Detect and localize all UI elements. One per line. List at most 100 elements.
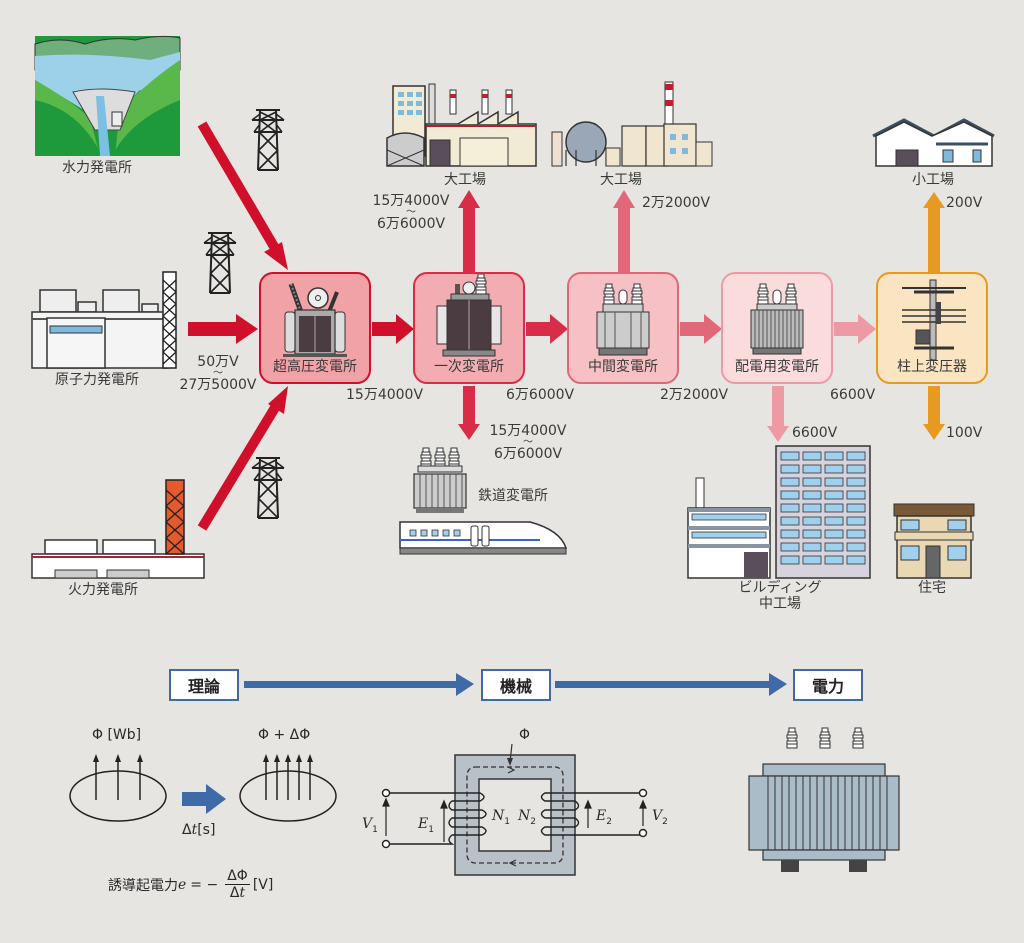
building-window — [846, 503, 866, 513]
building-window — [802, 477, 822, 487]
voltage-range-tilde: 〜 — [213, 368, 223, 380]
building-window — [846, 555, 866, 565]
large-factory-2-icon — [551, 81, 713, 167]
flow-arrow-theory-to-machine — [244, 673, 474, 696]
emf-prefix: 誘導起電力 — [108, 877, 178, 894]
building-label: ビルディング 中工場 — [730, 580, 830, 612]
railway-transformer-icon — [413, 447, 467, 513]
shinkansen-train-icon — [399, 521, 568, 555]
emf-equals: = − — [190, 876, 219, 893]
house-icon — [893, 503, 975, 579]
voltage-distribution-out: 6600V — [830, 387, 876, 403]
building-window — [780, 516, 800, 526]
e1-symbol: E — [418, 816, 429, 832]
arrow-primary-to-factory1 — [458, 190, 480, 272]
arrow-pole-to-small-factory — [923, 192, 945, 272]
delta-symbol: Δ — [182, 822, 192, 838]
building-window — [824, 477, 844, 487]
power-transformer-icon — [748, 727, 900, 872]
building-window — [780, 477, 800, 487]
v2-label: V2 — [652, 808, 668, 827]
n2-label: N2 — [518, 808, 536, 827]
building-voltage: 6600V — [792, 425, 838, 441]
large-factory-1-voltage: 15万4000V 〜 6万6000V — [366, 193, 456, 233]
v1-subscript: 1 — [372, 824, 378, 835]
e2-symbol: E — [596, 808, 607, 824]
arrow-distribution-to-building — [767, 386, 789, 442]
large-factory-2-voltage: 2万2000V — [642, 195, 711, 211]
railway-voltage: 15万4000V 〜 6万6000V — [482, 423, 574, 463]
emf-formula: 誘導起電力 e = − ΔΦ Δt [V] — [108, 868, 273, 901]
building-window — [824, 516, 844, 526]
e2-label: E2 — [596, 808, 612, 827]
building-window — [824, 464, 844, 474]
building-window — [802, 529, 822, 539]
building-window — [846, 529, 866, 539]
station-pole-transformer: 柱上変圧器 — [876, 272, 988, 384]
voltage-range-tilde: 〜 — [406, 207, 416, 219]
large-factory-1-icon — [386, 83, 537, 167]
building-window — [802, 503, 822, 513]
building-window — [824, 542, 844, 552]
railway-substation-label: 鉄道変電所 — [478, 488, 548, 504]
building-label-line2: 中工場 — [759, 596, 801, 613]
building-window — [846, 490, 866, 500]
time-unit: [s] — [197, 822, 216, 838]
transmission-tower-icon — [251, 457, 285, 519]
flow-step-theory: 理論 — [169, 669, 239, 701]
emf-unit: [V] — [252, 876, 274, 893]
building-window — [780, 503, 800, 513]
emf-numerator: ΔΦ — [225, 868, 250, 885]
building-window — [780, 451, 800, 461]
building-window — [780, 542, 800, 552]
station-distribution: 配電用変電所 — [721, 272, 833, 384]
n1-symbol: N — [492, 808, 505, 824]
arrow-thermal-to-ehv — [197, 386, 288, 531]
building-window — [802, 451, 822, 461]
arrow-nuclear-to-ehv — [188, 314, 258, 344]
e2-subscript: 2 — [606, 816, 612, 827]
blue-time-arrow — [182, 784, 226, 814]
source-voltage-bottom: 27万5000V — [179, 377, 257, 394]
transmission-tower-icon — [251, 109, 285, 171]
voltage-bottom: 6万6000V — [376, 216, 446, 233]
flux-delta-label: Φ + ΔΦ — [258, 727, 311, 743]
building-window — [780, 464, 800, 474]
flow-step-machine: 機械 — [481, 669, 551, 701]
small-factory-icon — [872, 118, 995, 167]
station-primary: 一次変電所 — [413, 272, 525, 384]
flux-loop-after-icon — [239, 754, 337, 822]
voltage-top: 15万4000V — [372, 193, 450, 209]
mid-factory-icon — [687, 477, 771, 579]
building-window — [824, 529, 844, 539]
building-window — [802, 516, 822, 526]
emf-denominator: Δt — [230, 885, 245, 901]
station-extra-high-voltage: 超高圧変電所 — [259, 272, 371, 384]
voltage-range-tilde: 〜 — [523, 437, 533, 449]
large-factory-2-label: 大工場 — [600, 172, 642, 188]
building-window — [846, 516, 866, 526]
building-window — [824, 490, 844, 500]
small-factory-voltage: 200V — [946, 195, 983, 211]
intermediate-transformer-icon — [596, 283, 650, 356]
voltage-intermediate-out: 2万2000V — [660, 387, 729, 403]
flow-arrow-machine-to-power — [555, 673, 787, 696]
station-label: 配電用変電所 — [735, 359, 819, 375]
arrow-distribution-to-pole — [834, 314, 876, 344]
time-symbol: t — [239, 885, 246, 901]
emf-variable: e — [178, 876, 187, 893]
office-building-icon — [775, 445, 871, 579]
thermal-plant-icon — [31, 479, 205, 579]
building-window — [780, 529, 800, 539]
transformer-core-icon — [381, 743, 648, 876]
delta-symbol: Δ — [229, 885, 240, 901]
source-voltage: 50万V 〜 27万5000V — [172, 354, 264, 394]
hydro-plant-icon — [34, 35, 181, 156]
v2-subscript: 2 — [662, 816, 668, 827]
e1-label: E1 — [418, 816, 434, 835]
station-label: 中間変電所 — [588, 359, 658, 375]
arrow-intermediate-to-distribution — [680, 314, 722, 344]
arrow-ehv-to-primary — [372, 314, 414, 344]
building-window — [802, 542, 822, 552]
